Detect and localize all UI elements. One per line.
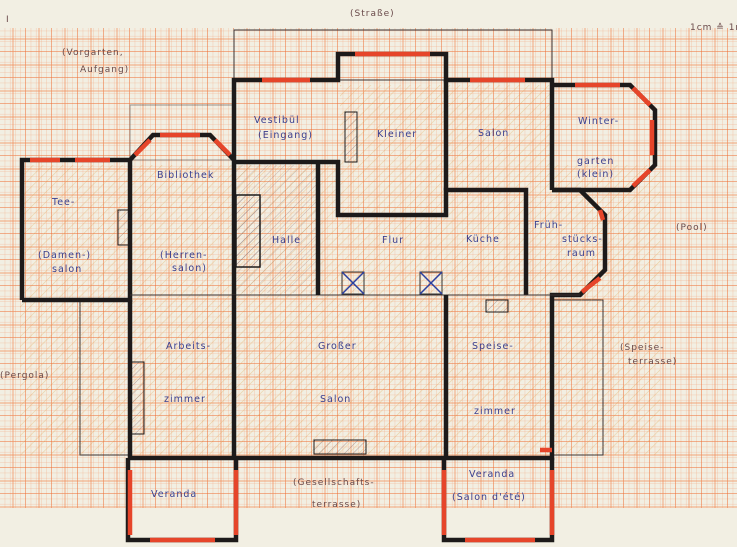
staircase bbox=[235, 194, 261, 268]
fireplace-great-salon bbox=[313, 439, 367, 455]
scale-note: 1cm ≙ 1m bbox=[690, 22, 737, 33]
winter-garden-label-1: Winter- bbox=[578, 116, 619, 127]
small-salon-label-1: Kleiner bbox=[377, 129, 417, 140]
dining-room-label-1: Speise- bbox=[472, 341, 514, 352]
study-label-1: Arbeits- bbox=[166, 341, 211, 352]
column-right bbox=[419, 271, 443, 295]
veranda-left-label: Veranda bbox=[151, 489, 197, 500]
breakfast-room-label-2: stücks- bbox=[562, 234, 603, 245]
dining-room-label-2: zimmer bbox=[474, 406, 516, 417]
tea-salon-label-2: (Damen-) bbox=[38, 250, 91, 261]
great-salon-label-1: Großer bbox=[318, 341, 357, 352]
corridor-label: Flur bbox=[382, 235, 404, 246]
pool-label: (Pool) bbox=[676, 223, 708, 233]
tea-salon-label-1: Tee- bbox=[51, 197, 75, 208]
dining-terrace-label-1: (Speise- bbox=[620, 343, 664, 353]
column-left bbox=[341, 271, 365, 295]
street-forecourt-hatch bbox=[233, 29, 553, 81]
gentlemen-salon-label-2: salon) bbox=[172, 263, 207, 274]
social-terrace-label-1: (Gesellschafts- bbox=[293, 478, 375, 488]
front-garden-label-1: (Vorgarten, bbox=[62, 48, 124, 58]
breakfast-room-label-3: raum bbox=[567, 248, 596, 259]
front-garden-label-2: Aufgang) bbox=[80, 65, 129, 75]
veranda-right-label-1: Veranda bbox=[469, 469, 515, 480]
great-salon-label-2: Salon bbox=[320, 394, 351, 405]
winter-garden-label-2: garten bbox=[577, 156, 614, 167]
hall-label: Halle bbox=[272, 235, 301, 246]
small-salon-label-2: Salon bbox=[478, 128, 509, 139]
windows bbox=[30, 51, 655, 543]
dining-terrace-label-2: terrasse) bbox=[628, 357, 677, 367]
sheet-number: I bbox=[6, 15, 10, 25]
library-label: Bibliothek bbox=[157, 170, 214, 181]
kitchen-label: Küche bbox=[466, 234, 500, 245]
pergola-label: (Pergola) bbox=[0, 371, 49, 381]
breakfast-room-label-1: Früh- bbox=[534, 220, 563, 231]
social-terrace-label-2: terrasse) bbox=[312, 500, 361, 510]
gentlemen-salon-label-1: (Herren- bbox=[160, 250, 207, 261]
vestibule-label-1: Vestibül bbox=[254, 115, 300, 126]
tea-salon-label-3: salon bbox=[52, 264, 82, 275]
column-left-cross bbox=[341, 271, 365, 295]
veranda-right-label-2: (Salon d'été) bbox=[452, 492, 526, 503]
vestibule-label-2: (Eingang) bbox=[258, 130, 313, 141]
column-right-cross bbox=[419, 271, 443, 295]
fireplace-small-salon bbox=[344, 111, 358, 163]
study-label-2: zimmer bbox=[164, 394, 206, 405]
fireplace-kitchen bbox=[485, 299, 509, 313]
winter-garden-label-3: (klein) bbox=[577, 169, 614, 180]
street-label: (Straße) bbox=[350, 9, 395, 19]
